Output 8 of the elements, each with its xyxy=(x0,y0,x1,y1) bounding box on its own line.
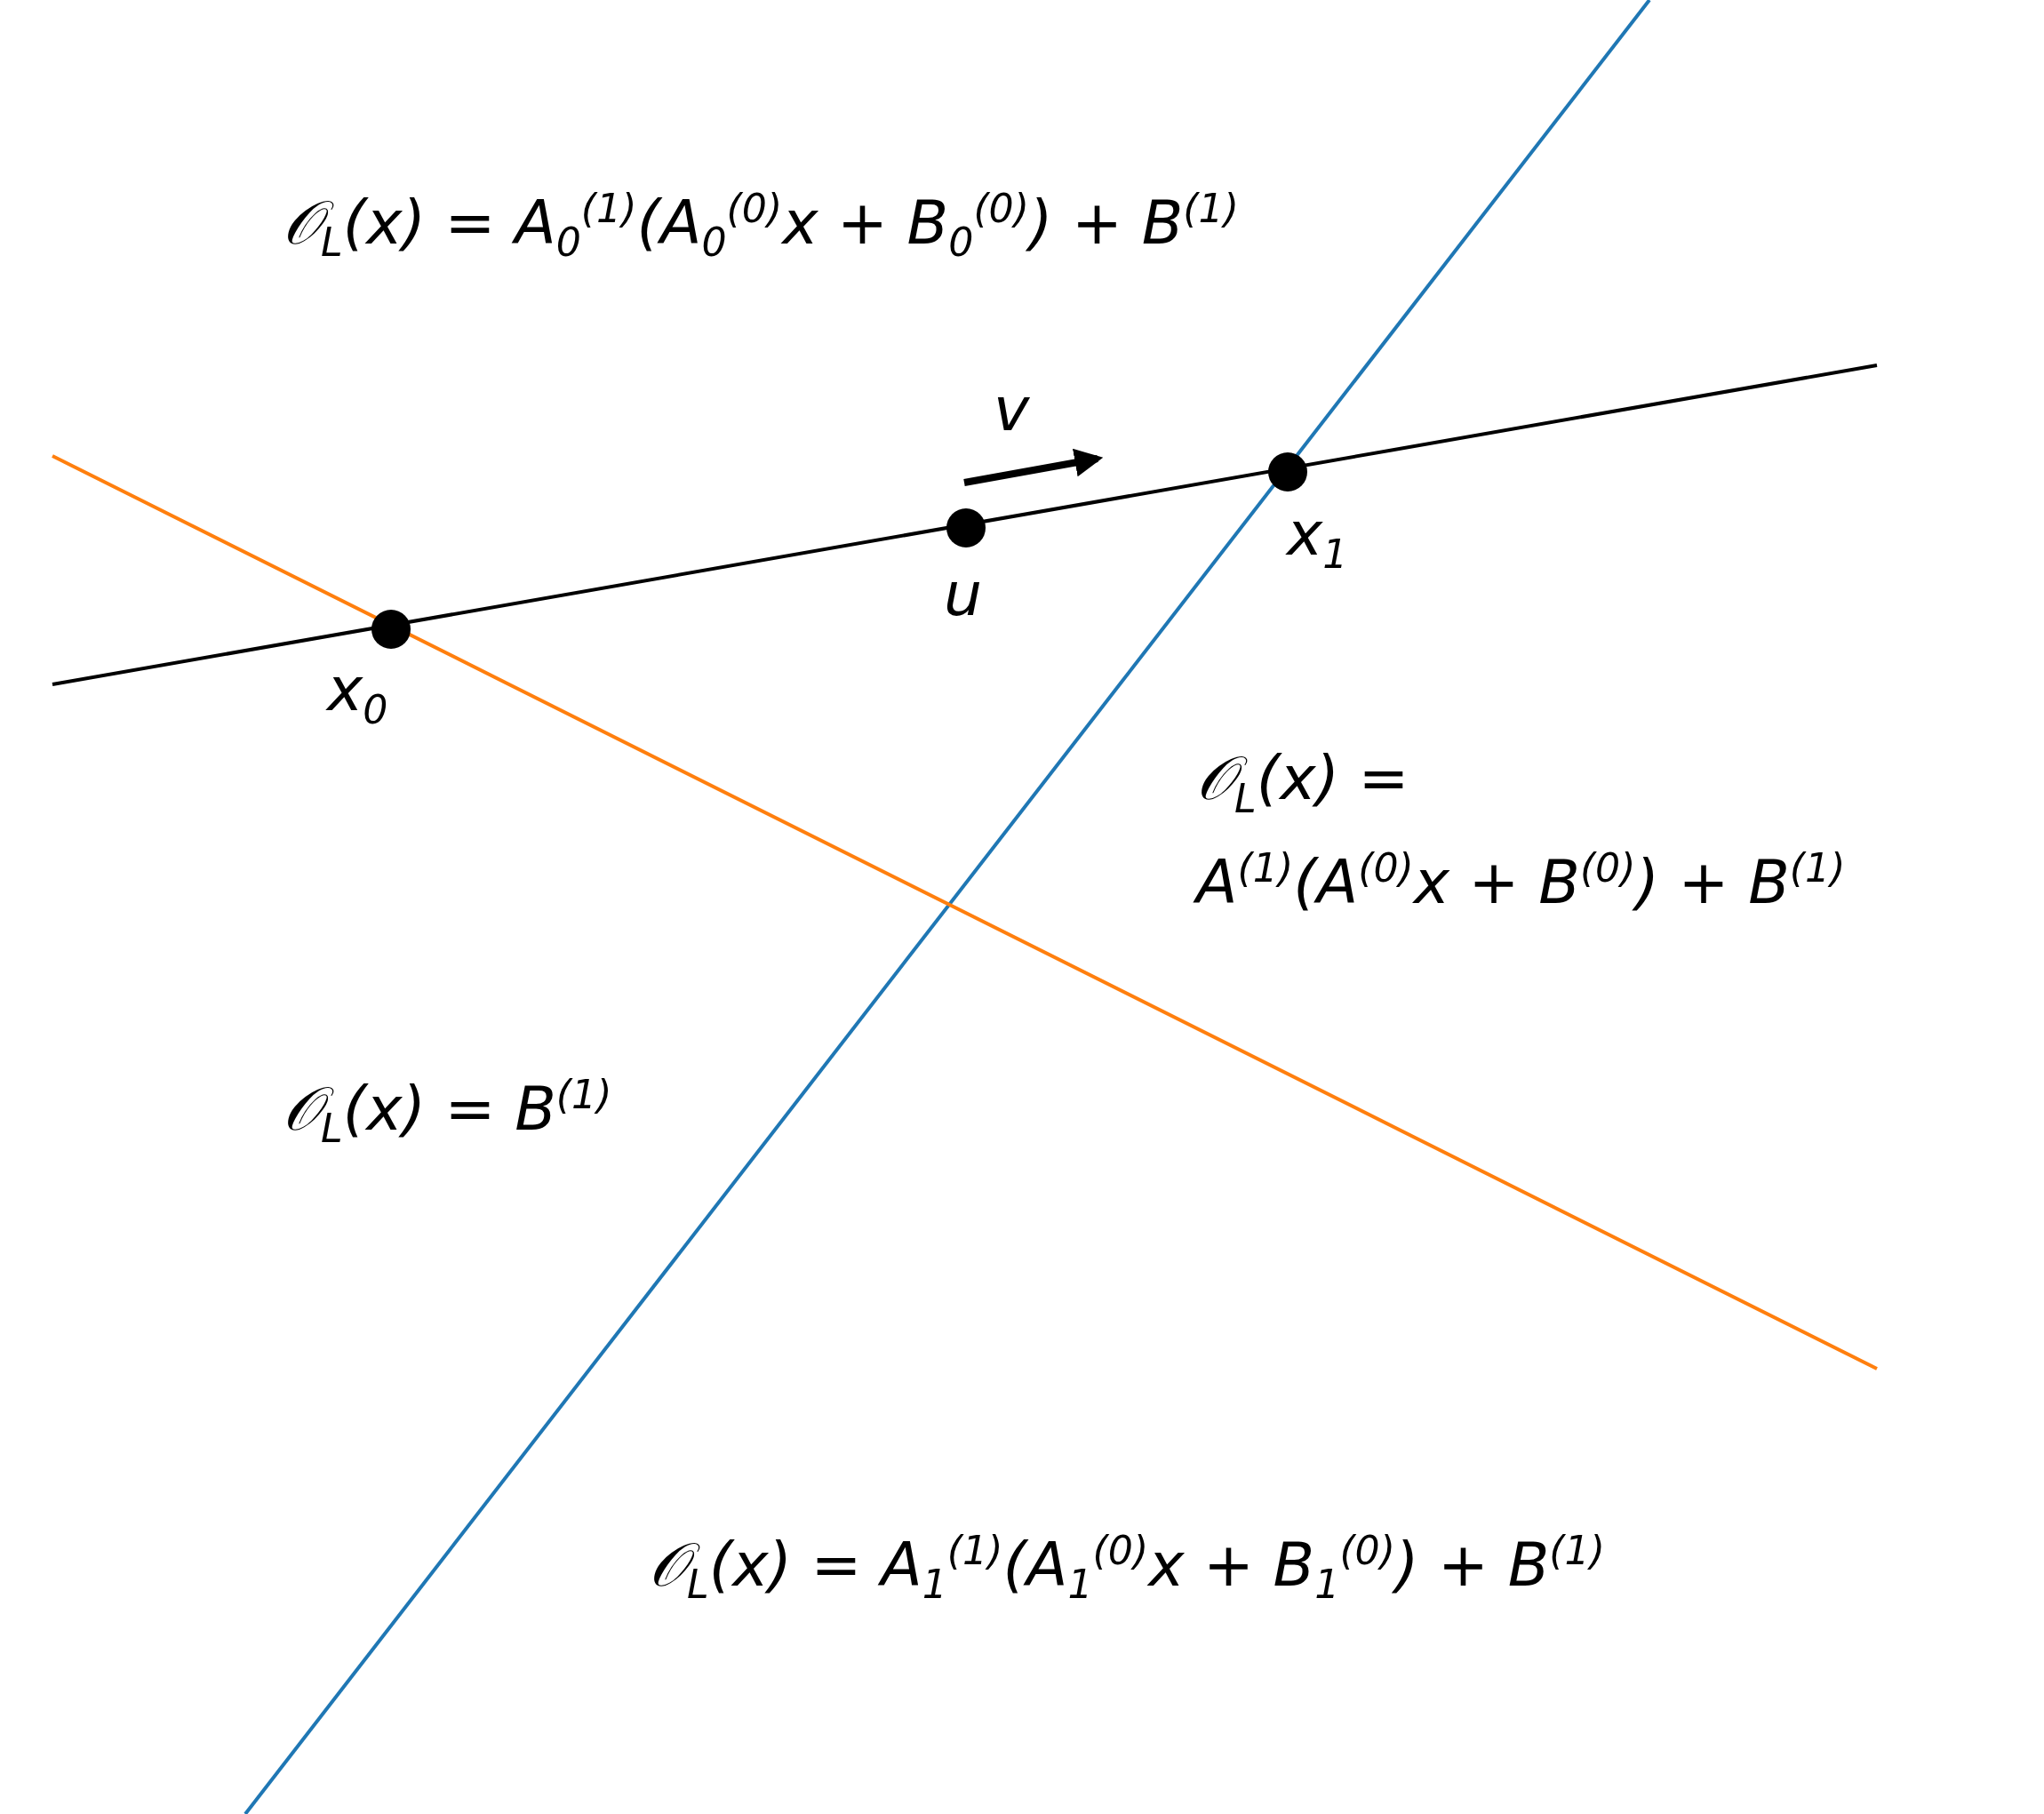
point-label: u xyxy=(944,558,983,631)
formula: 𝒪$_{L}$(x) = A$_{0}$$^{(1)}$(A$_{0}$$^{(0)}$x + B$_{0}$$^{(0)}$) + B$^{(1)}$ xyxy=(283,185,1239,267)
point-label: x$_{0}$ xyxy=(327,653,388,733)
formula: 𝒪$_{L}$(x) = xyxy=(1196,742,1409,822)
formula: 𝒪$_{L}$(x) = B$^{(1)}$ xyxy=(283,1071,612,1153)
point-label: x$_{1}$ xyxy=(1287,498,1348,578)
formula: 𝒪$_{L}$(x) = A$_{1}$$^{(1)}$(A$_{1}$$^{(0)}$x + B$_{1}$$^{(0)}$) + B$^{(1)}$ xyxy=(649,1527,1605,1609)
point-label: v xyxy=(994,373,1030,446)
